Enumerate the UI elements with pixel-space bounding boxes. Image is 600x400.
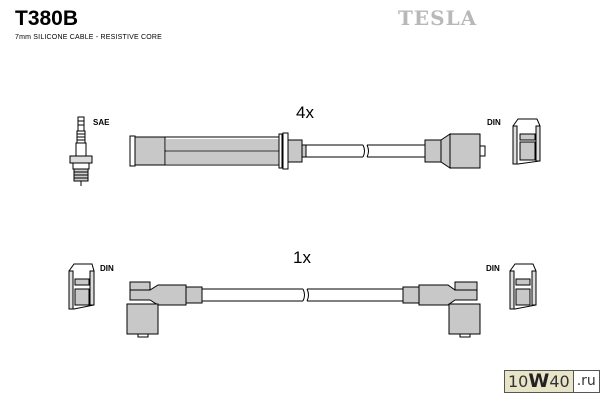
row2-left-label: DIN [100,264,114,273]
row1-left-label: SAE [93,118,110,127]
row2-din-terminal-left-icon [68,263,95,310]
watermark-left: 10W40 [505,371,573,392]
watermark-mid: W [528,370,550,392]
row2-cable [202,288,403,302]
brand-logo: TESLA [398,6,478,30]
row1-straight-boot [129,132,307,170]
row1-cable [306,144,425,158]
spark-plug-icon [69,116,93,186]
watermark-prefix: 10 [508,372,529,391]
watermark-suffix: 40 [549,372,570,391]
row1-right-connector [424,133,486,169]
cable-description: 7mm SILICONE CABLE - RESISTIVE CORE [15,34,163,41]
part-number: T380B [15,7,79,30]
row1-din-terminal-icon [512,118,541,165]
row2-right-angled-boot [402,281,481,338]
row2-left-angled-boot [126,281,203,338]
watermark-logo: 10W40 .ru [504,370,600,393]
row1-right-label: DIN [487,118,501,127]
row2-right-label: DIN [486,264,500,273]
row1-quantity: 4x [296,103,314,122]
watermark-domain: .ru [572,371,599,392]
row2-din-terminal-right-icon [509,263,537,310]
row2-quantity: 1x [293,248,311,267]
